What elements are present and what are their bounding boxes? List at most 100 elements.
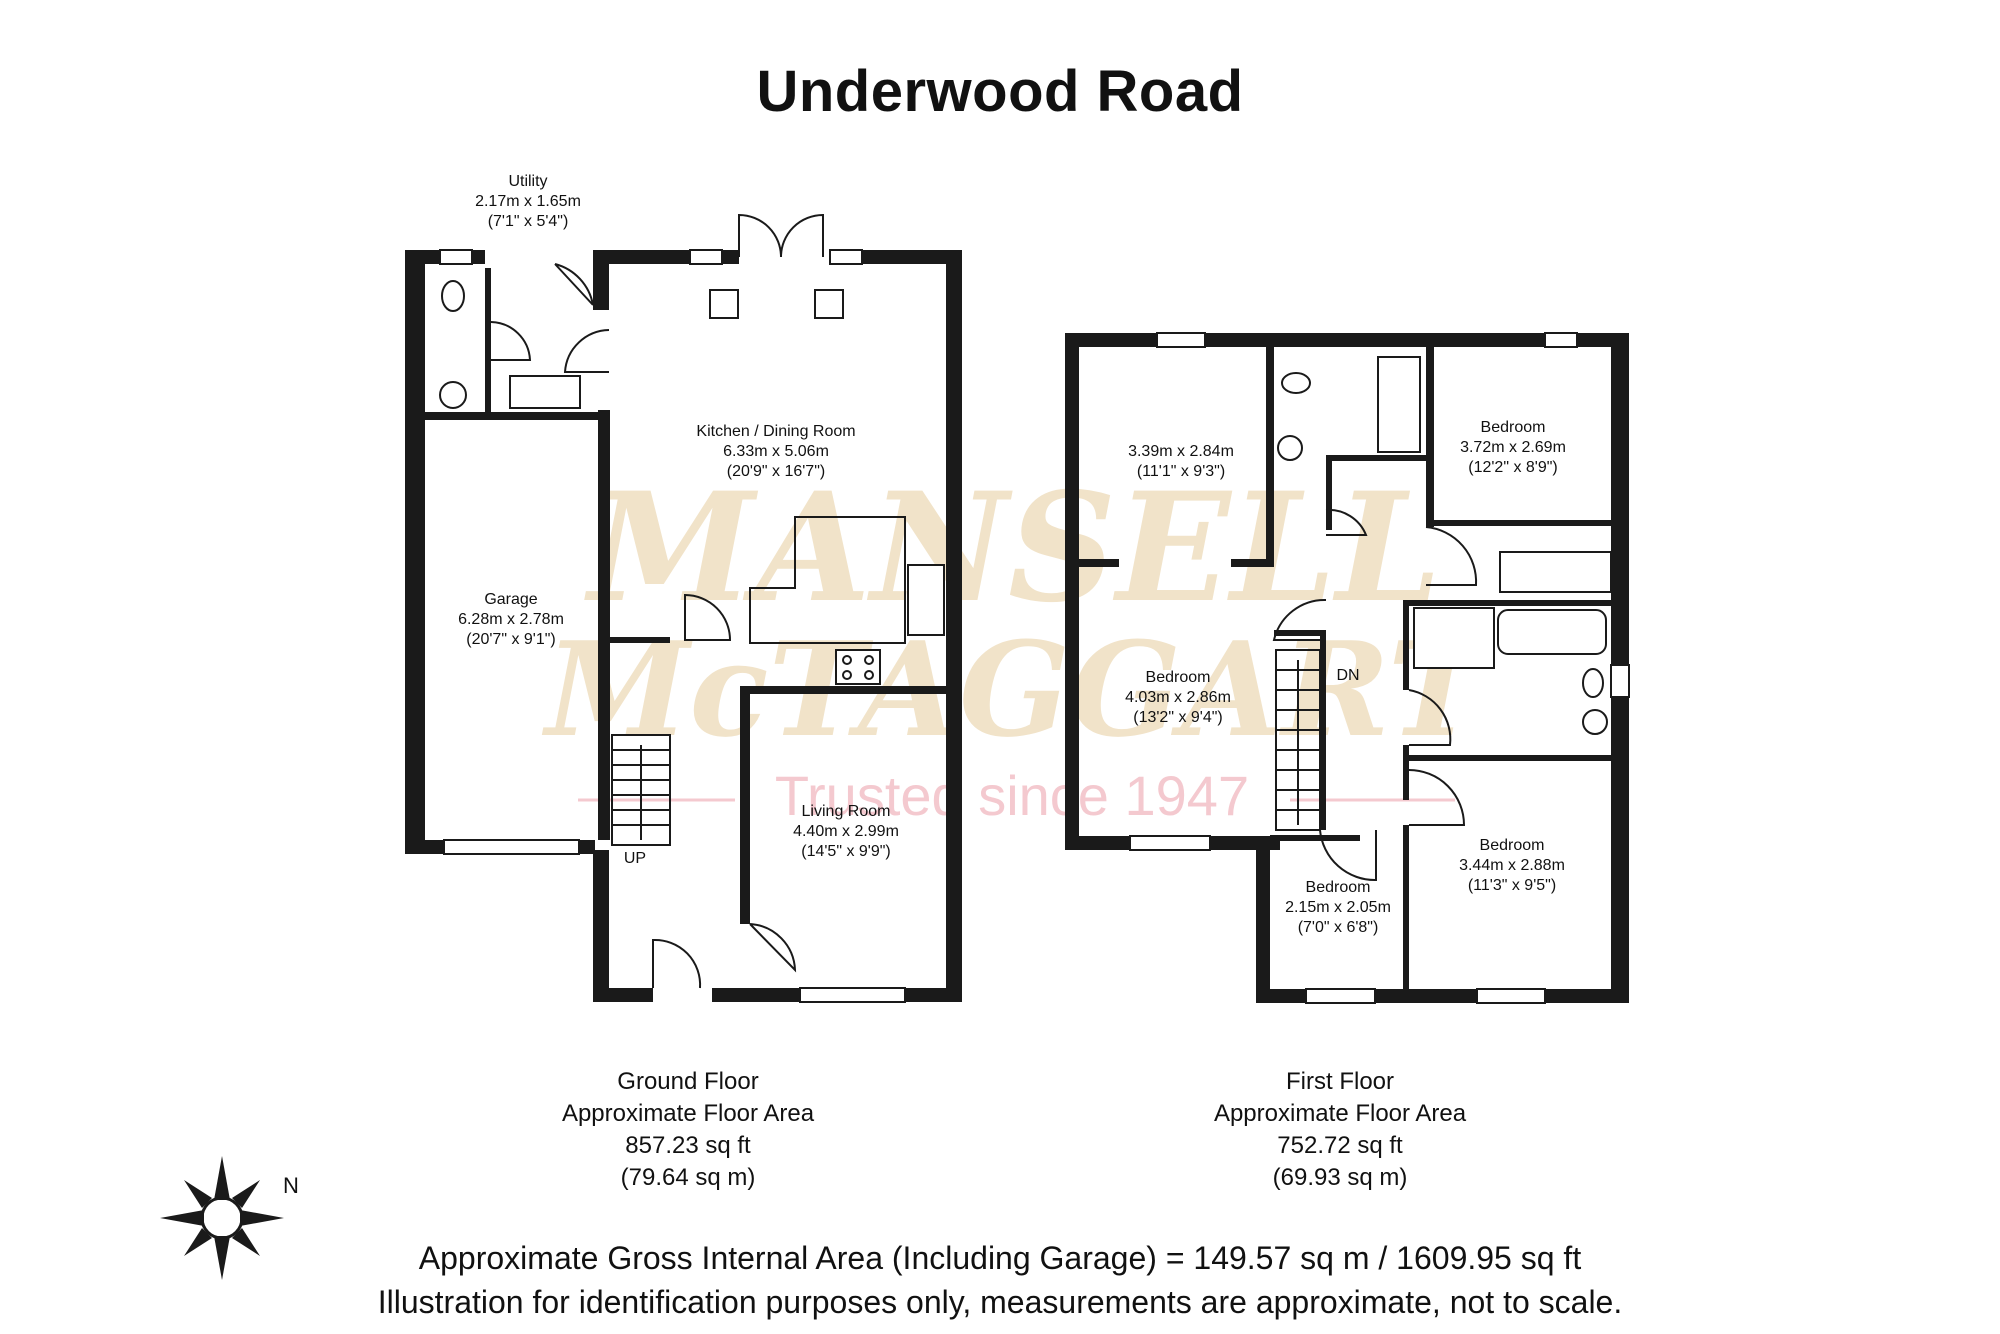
bedroom-small-label: Bedroom 2.15m x 2.05m (7'0" x 6'8") (1285, 879, 1391, 936)
shower (1413, 607, 1495, 669)
door (1319, 829, 1377, 882)
area-sqm: (79.64 sq m) (620, 1164, 756, 1191)
ground-floor-plan: UP (405, 213, 962, 1003)
compass-north-label: N (283, 1173, 299, 1198)
door (563, 329, 610, 373)
garage-door (443, 839, 580, 855)
door (1408, 769, 1466, 826)
hob-ring (864, 655, 874, 665)
bedroom-se-label: Bedroom 3.44m x 2.88m (11'3" x 9'5") (1459, 837, 1565, 894)
room-dimensions-imperial: (11'3" x 9'5") (1468, 877, 1556, 894)
wall (1375, 989, 1477, 1003)
door (1272, 598, 1327, 641)
room-name: Bedroom (1306, 879, 1371, 896)
rooflight (709, 289, 739, 319)
room-dimensions-imperial: (11'1" x 9'3") (1137, 463, 1225, 480)
stairs-up-label: UP (624, 850, 646, 867)
wc (1582, 668, 1604, 698)
room-name: Garage (484, 591, 537, 608)
area-sqm: (69.93 sq m) (1272, 1164, 1408, 1191)
french-door (738, 213, 782, 258)
wall (1426, 347, 1434, 527)
area-floor-name: First Floor (1286, 1068, 1394, 1095)
room-dimensions-imperial: (14'5" x 9'9") (801, 843, 891, 860)
room-dimensions-imperial: (7'0" x 6'8") (1298, 919, 1379, 936)
wall (598, 410, 610, 840)
window (1305, 988, 1376, 1004)
window (1156, 332, 1206, 348)
bedroom-nw-label: 3.39m x 2.84m (11'1" x 9'3") (1128, 443, 1234, 480)
wall (1403, 755, 1611, 761)
room-name: Bedroom (1481, 419, 1546, 436)
watermark: MANSELL McTAGGART Trusted since 1947 (542, 460, 1493, 827)
living-room-label: Living Room 4.40m x 2.99m (14'5" x 9'9") (793, 803, 899, 860)
wall (1274, 630, 1326, 636)
wall (1403, 825, 1409, 995)
room-dimensions-imperial: (7'1" x 5'4") (488, 213, 569, 230)
wall (1065, 333, 1079, 850)
bedroom-w-label: Bedroom 4.03m x 2.86m (13'2" x 9'4") (1125, 669, 1231, 726)
room-dimensions-metric: 4.03m x 2.86m (1125, 689, 1231, 706)
bedroom-ne-label: Bedroom 3.72m x 2.69m (12'2" x 8'9") (1460, 419, 1566, 476)
window (799, 987, 906, 1003)
wall (1403, 600, 1611, 606)
door (1425, 526, 1478, 586)
wall (1266, 347, 1274, 559)
utility-sink (509, 375, 581, 409)
watermark-line2: McTAGGART (542, 613, 1493, 766)
gross-area-note: Approximate Gross Internal Area (Includi… (418, 1240, 1582, 1276)
wall (946, 250, 962, 1002)
room-dimensions-metric: 3.39m x 2.84m (1128, 443, 1234, 460)
wall (1326, 455, 1332, 530)
wall (1403, 745, 1409, 800)
bath (1377, 356, 1421, 453)
wall (740, 686, 750, 924)
room-dimensions-imperial: (13'2" x 9'4") (1133, 709, 1223, 726)
compass-icon (160, 1156, 284, 1280)
kitchen-label: Kitchen / Dining Room 6.33m x 5.06m (20'… (696, 423, 855, 480)
door (684, 593, 732, 641)
area-caption: Approximate Floor Area (1213, 1100, 1467, 1127)
door (749, 923, 797, 973)
wardrobe (1499, 551, 1612, 593)
room-name: Kitchen / Dining Room (696, 423, 855, 440)
area-caption: Approximate Floor Area (561, 1100, 815, 1127)
hob-ring (842, 670, 852, 680)
wall (1326, 455, 1426, 461)
wall (1256, 989, 1306, 1003)
staircase-up (611, 734, 671, 846)
bath (1497, 609, 1607, 655)
room-dimensions-metric: 2.15m x 2.05m (1285, 899, 1391, 916)
disclaimer-note: Illustration for identification purposes… (377, 1284, 1623, 1320)
wall (1320, 630, 1326, 830)
window (829, 249, 863, 265)
room-name: Bedroom (1146, 669, 1211, 686)
wall (905, 988, 962, 1002)
wall (1545, 989, 1629, 1003)
area-floor-name: Ground Floor (617, 1068, 759, 1095)
door (490, 321, 532, 361)
window (1129, 835, 1211, 851)
area-sqft: 752.72 sq ft (1277, 1132, 1403, 1159)
room-dimensions-metric: 3.72m x 2.69m (1460, 439, 1566, 456)
first-floor-plan: DN (1065, 332, 1630, 1004)
room-name: Utility (508, 173, 547, 190)
basin (1277, 435, 1303, 461)
first-floor-area: First Floor Approximate Floor Area 752.7… (1140, 1066, 1540, 1194)
wall (1270, 835, 1360, 841)
staircase-down (1275, 649, 1321, 831)
window (1476, 988, 1546, 1004)
wall (1577, 333, 1611, 347)
basin (1582, 709, 1608, 735)
door (554, 263, 594, 306)
window (1544, 332, 1578, 348)
garage-label: Garage 6.28m x 2.78m (20'7" x 9'1") (458, 591, 564, 648)
room-name: Bedroom (1480, 837, 1545, 854)
page-title: Underwood Road (756, 59, 1244, 124)
room-name: Living Room (802, 803, 891, 820)
window (439, 249, 473, 265)
door (1325, 508, 1368, 536)
area-sqft: 857.23 sq ft (625, 1132, 751, 1159)
